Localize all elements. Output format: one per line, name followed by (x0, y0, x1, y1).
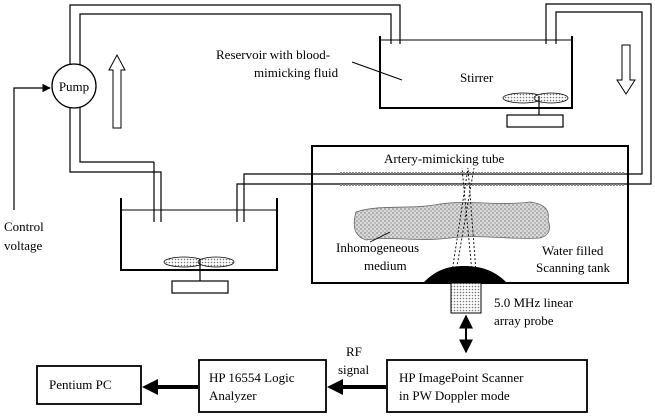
artery-tube-label: Artery-mimicking tube (384, 151, 504, 166)
analyzer-label-2: Analyzer (209, 388, 257, 403)
inhomogeneous-label-1: Inhomogeneous (336, 240, 419, 255)
control-voltage-arrow: Control voltage (4, 83, 51, 253)
rf-label-1: RF (346, 344, 362, 359)
pc-label: Pentium PC (49, 377, 112, 392)
flow-arrow-down (616, 44, 636, 95)
analyzer-label-1: HP 16554 Logic (209, 370, 295, 385)
stirrer-label: Stirrer (460, 70, 494, 85)
inhomogeneous-label-2: medium (364, 258, 407, 273)
scanner-box: HP ImagePoint Scanner in PW Doppler mode (386, 359, 588, 413)
pump-label: Pump (59, 79, 89, 94)
lower-tank (120, 198, 278, 271)
control-voltage-label-1: Control (4, 219, 44, 234)
array-probe: 5.0 MHz linear array probe (450, 282, 574, 354)
scanning-tank: Artery-mimicking tube Inhomogeneous medi… (311, 145, 629, 284)
water-tank-label-1: Water filled (542, 243, 604, 258)
tubing (69, 3, 652, 222)
probe-label-1: 5.0 MHz linear (494, 295, 574, 310)
probe-label-2: array probe (494, 313, 554, 328)
scanner-label-1: HP ImagePoint Scanner (399, 370, 524, 385)
rf-signal: RF signal (327, 344, 386, 395)
analyzer-to-pc-arrow (142, 379, 198, 395)
ultrasound-beam (451, 167, 477, 273)
reservoir-label-2: mimicking fluid (254, 65, 339, 80)
rf-label-2: signal (338, 362, 369, 377)
reservoir-label-1: Reservoir with blood- (216, 47, 330, 62)
pc-box: Pentium PC (36, 365, 142, 405)
stirrer-top (502, 92, 569, 128)
analyzer-box: HP 16554 Logic Analyzer (198, 359, 327, 413)
stirrer-bottom (163, 256, 235, 294)
control-voltage-label-2: voltage (4, 238, 42, 253)
inhomogeneous-medium (353, 201, 550, 241)
scanner-label-2: in PW Doppler mode (399, 388, 510, 403)
reservoir: Reservoir with blood- mimicking fluid St… (216, 36, 573, 109)
pump: Pump (51, 63, 97, 109)
flow-arrow-up (108, 53, 126, 129)
water-tank-label-2: Scanning tank (536, 260, 611, 275)
